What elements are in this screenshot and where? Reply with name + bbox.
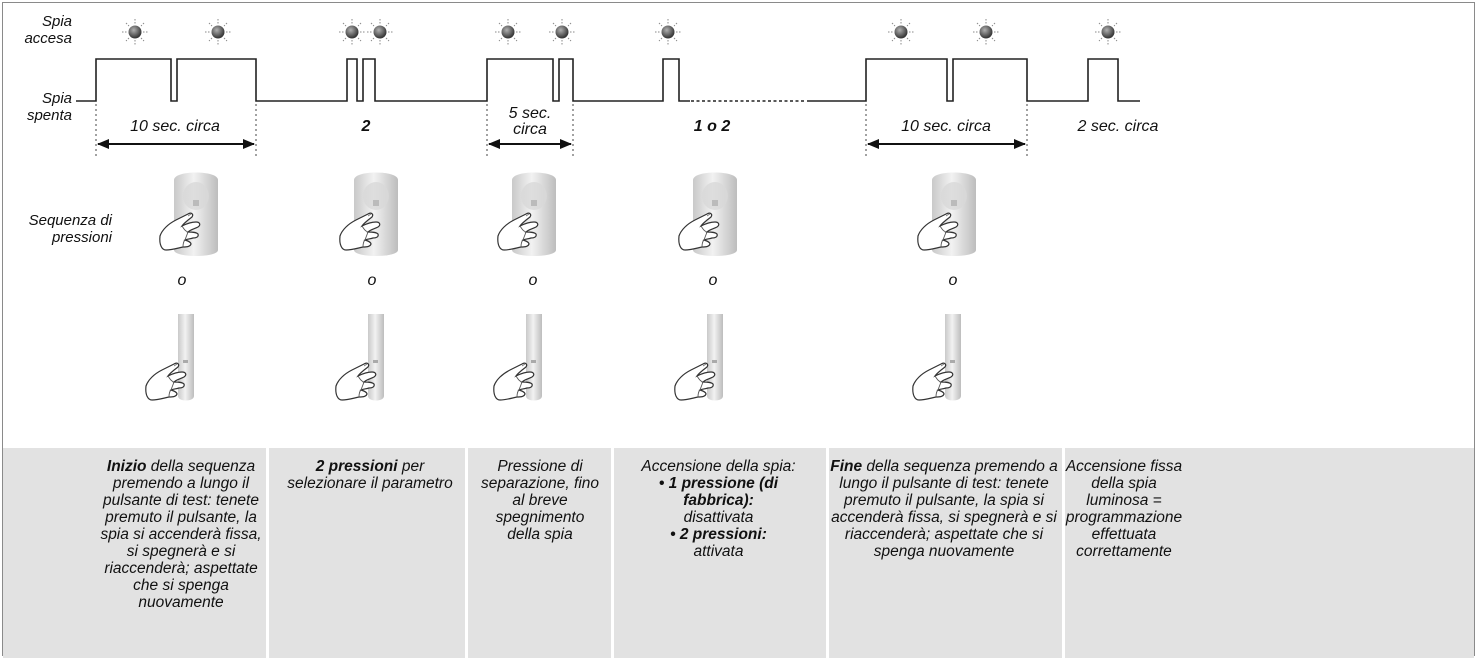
led-on-icon	[494, 18, 522, 46]
or-label: o	[177, 272, 187, 289]
label-sequenza: Sequenza di pressioni	[28, 212, 112, 246]
timing-diagram	[76, 18, 1140, 448]
slim-detector-press-icon	[675, 314, 723, 401]
detector-press-icon	[340, 173, 398, 257]
slim-detector-row	[146, 314, 961, 401]
or-label: o	[528, 272, 538, 289]
duration-label: 10 sec. circa	[901, 118, 991, 135]
divider	[826, 448, 829, 658]
led-on-icon	[654, 18, 682, 46]
duration-label: 5 sec.	[508, 105, 552, 122]
step-description-end: Fine della sequenza premendo a lungo il …	[830, 458, 1058, 560]
detector-press-icon	[498, 173, 556, 257]
divider	[1062, 448, 1065, 658]
led-on-icon	[204, 18, 232, 46]
detector-press-icon	[918, 173, 976, 257]
led-on-icon	[887, 18, 915, 46]
detector-row	[160, 173, 976, 257]
detector-press-icon	[679, 173, 737, 257]
divider	[266, 448, 269, 658]
step-description-separation: Pressione di separazione, fino al breve …	[480, 458, 600, 543]
description-panel	[3, 448, 1474, 658]
step-description-confirm: Accensione fissa della spia luminosa = p…	[1065, 458, 1183, 560]
step-description-start: Inizio della sequenza premendo a lungo i…	[100, 458, 262, 611]
detector-press-icon	[160, 173, 218, 257]
led-on-icon	[338, 18, 366, 46]
led-on-icon	[548, 18, 576, 46]
or-label: o	[708, 272, 718, 289]
boundary-markers	[95, 104, 1028, 158]
led-on-icon	[972, 18, 1000, 46]
or-label: o	[948, 272, 958, 289]
step-description-options: Accensione della spia: • 1 pressione (di…	[641, 458, 796, 560]
slim-detector-press-icon	[336, 314, 384, 401]
divider	[465, 448, 468, 658]
slim-detector-press-icon	[146, 314, 194, 401]
slim-detector-press-icon	[913, 314, 961, 401]
led-on-icon	[1094, 18, 1122, 46]
or-label: o	[367, 272, 377, 289]
label-spia-accesa: Spia accesa	[24, 13, 72, 47]
duration-label: 1 o 2	[693, 118, 731, 135]
duration-label: 2	[361, 118, 371, 135]
led-on-icons	[121, 18, 1122, 46]
step-description-select: 2 pressioni per selezionare il parametro	[287, 458, 453, 492]
slim-detector-press-icon	[494, 314, 542, 401]
led-on-icon	[366, 18, 394, 46]
led-on-icon	[121, 18, 149, 46]
led-waveform	[76, 58, 1140, 102]
label-spia-spenta: Spia spenta	[26, 90, 72, 124]
duration-label: 10 sec. circa	[130, 118, 220, 135]
duration-label: 2 sec. circa	[1077, 118, 1159, 135]
divider	[611, 448, 614, 658]
duration-label: circa	[513, 121, 547, 138]
